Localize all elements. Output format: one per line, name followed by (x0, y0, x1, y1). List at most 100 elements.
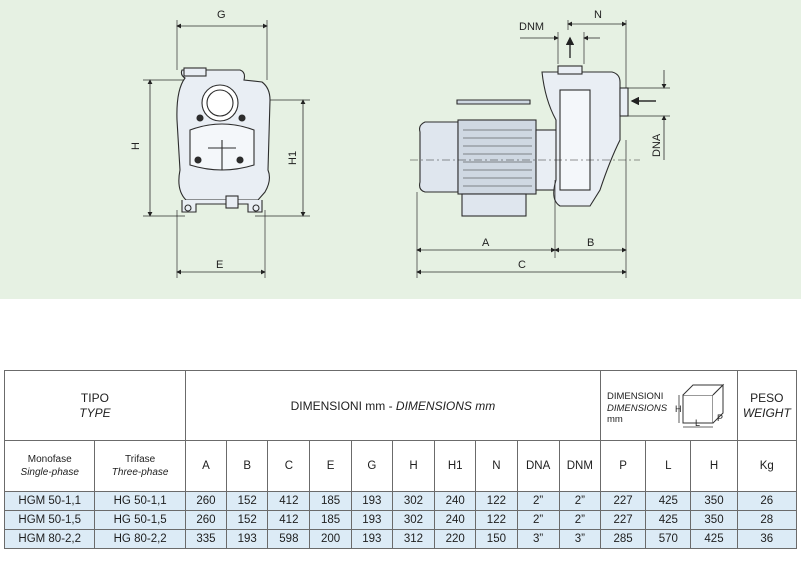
cell-value: 200 (309, 529, 352, 549)
dim-label-dna: DNA (651, 133, 663, 157)
dim-label-g: G (217, 9, 226, 21)
pump-side-view (410, 20, 670, 278)
col-header-a: A (184, 440, 228, 492)
cell-value: 3” (558, 529, 601, 549)
dim-label-e: E (216, 259, 223, 271)
cell-value: 260 (184, 491, 228, 511)
cell-value: 570 (645, 529, 692, 549)
cell-value: 36 (736, 529, 798, 549)
packing-dimensioni-label: DIMENSIONI (606, 391, 664, 402)
col-header-n: N (475, 440, 518, 492)
package-box-icon: H L P (675, 383, 725, 428)
cell-mono: HGM 80-2,2 (3, 529, 96, 549)
cell-value: 227 (599, 491, 647, 511)
dim-label-a: A (482, 237, 490, 249)
cell-value: 193 (226, 529, 269, 549)
dimensions-header: DIMENSIONI mm - DIMENSIONS mm (184, 370, 601, 441)
col-header-c: C (267, 440, 311, 492)
dim-label-dnm: DNM (519, 21, 544, 33)
column-header-row: Monofase Single-phase Trifase Three-phas… (3, 440, 798, 492)
cell-value: 302 (391, 491, 436, 511)
cell-tri: HG 50-1,5 (94, 510, 186, 530)
monofase-header: Monofase Single-phase (3, 440, 96, 492)
col-header-g: G (350, 440, 393, 492)
cell-value: 425 (690, 529, 738, 549)
cell-value: 122 (475, 510, 518, 530)
cell-value: 3” (516, 529, 560, 549)
pump-front-view (143, 20, 310, 278)
col-header-l: L (645, 440, 692, 492)
cell-tri: HG 50-1,1 (94, 491, 186, 511)
three-phase-label: Three-phase (111, 467, 169, 478)
cell-value: 185 (309, 491, 352, 511)
col-header-p: P (599, 440, 647, 492)
cell-value: 152 (226, 491, 269, 511)
dimensions-table: TIPO TYPE DIMENSIONI mm - DIMENSIONS mm … (3, 370, 798, 549)
packing-unit-label: mm (606, 414, 623, 425)
trifase-label: Trifase (125, 454, 156, 465)
cell-value: 152 (226, 510, 269, 530)
dim-label-h1: H1 (287, 151, 299, 165)
dim-label-c: C (518, 259, 526, 271)
col-header-h: H (391, 440, 436, 492)
cell-value: 260 (184, 510, 228, 530)
tipo-header: TIPO TYPE (4, 370, 186, 441)
cell-value: 2” (558, 491, 601, 511)
table-row: HGM 50-1,5 HG 50-1,5 260 152 412 185 193… (3, 510, 798, 530)
weight-label: WEIGHT (742, 405, 791, 420)
cell-mono: HGM 50-1,1 (3, 491, 96, 511)
table-row: HGM 80-2,2 HG 80-2,2 335 193 598 200 193… (3, 529, 798, 549)
col-header-dna: DNA (516, 440, 560, 492)
col-header-kg: Kg (736, 440, 798, 492)
weight-header: PESO WEIGHT (736, 370, 798, 441)
cell-mono: HGM 50-1,5 (3, 510, 96, 530)
technical-drawing-panel: G H H1 E DNM N DNA A B C (0, 0, 801, 299)
monofase-label: Monofase (27, 454, 72, 465)
peso-label: PESO (750, 390, 784, 405)
table-row: HGM 50-1,1 HG 50-1,1 260 152 412 185 193… (3, 491, 798, 511)
cell-value: 26 (736, 491, 798, 511)
cell-value: 350 (690, 510, 738, 530)
cell-value: 425 (645, 510, 692, 530)
cell-value: 350 (690, 491, 738, 511)
col-header-h-pack: H (690, 440, 738, 492)
cell-value: 2” (558, 510, 601, 530)
packing-dimensions-header: DIMENSIONI DIMENSIONS mm H L P (599, 370, 738, 441)
cell-value: 193 (350, 491, 393, 511)
dimensioni-label: DIMENSIONI mm - (290, 398, 396, 413)
box-h-label: H (675, 404, 682, 414)
pump-drawing: G H H1 E DNM N DNA A B C (130, 9, 670, 278)
col-header-e: E (309, 440, 352, 492)
cell-value: 193 (350, 510, 393, 530)
cell-value: 227 (599, 510, 647, 530)
cell-value: 412 (267, 510, 311, 530)
dim-label-b: B (587, 237, 594, 249)
box-p-label: P (717, 413, 723, 423)
cell-value: 240 (434, 491, 477, 511)
trifase-header: Trifase Three-phase (94, 440, 186, 492)
col-header-b: B (226, 440, 269, 492)
cell-value: 285 (599, 529, 647, 549)
dimensions-label: DIMENSIONS mm (395, 398, 496, 413)
tipo-label: TIPO (80, 390, 109, 405)
cell-value: 220 (434, 529, 477, 549)
cell-value: 412 (267, 491, 311, 511)
dim-label-n: N (594, 9, 602, 21)
dim-label-h: H (130, 142, 142, 150)
packing-dimensions-label: DIMENSIONS (606, 402, 668, 414)
cell-value: 425 (645, 491, 692, 511)
cell-value: 185 (309, 510, 352, 530)
col-header-h1: H1 (434, 440, 477, 492)
cell-value: 122 (475, 491, 518, 511)
cell-tri: HG 80-2,2 (94, 529, 186, 549)
cell-value: 335 (184, 529, 228, 549)
cell-value: 302 (391, 510, 436, 530)
cell-value: 150 (475, 529, 518, 549)
cell-value: 28 (736, 510, 798, 530)
box-l-label: L (695, 418, 700, 428)
cell-value: 2” (516, 491, 560, 511)
cell-value: 598 (267, 529, 311, 549)
cell-value: 2” (516, 510, 560, 530)
single-phase-label: Single-phase (20, 467, 79, 478)
cell-value: 240 (434, 510, 477, 530)
